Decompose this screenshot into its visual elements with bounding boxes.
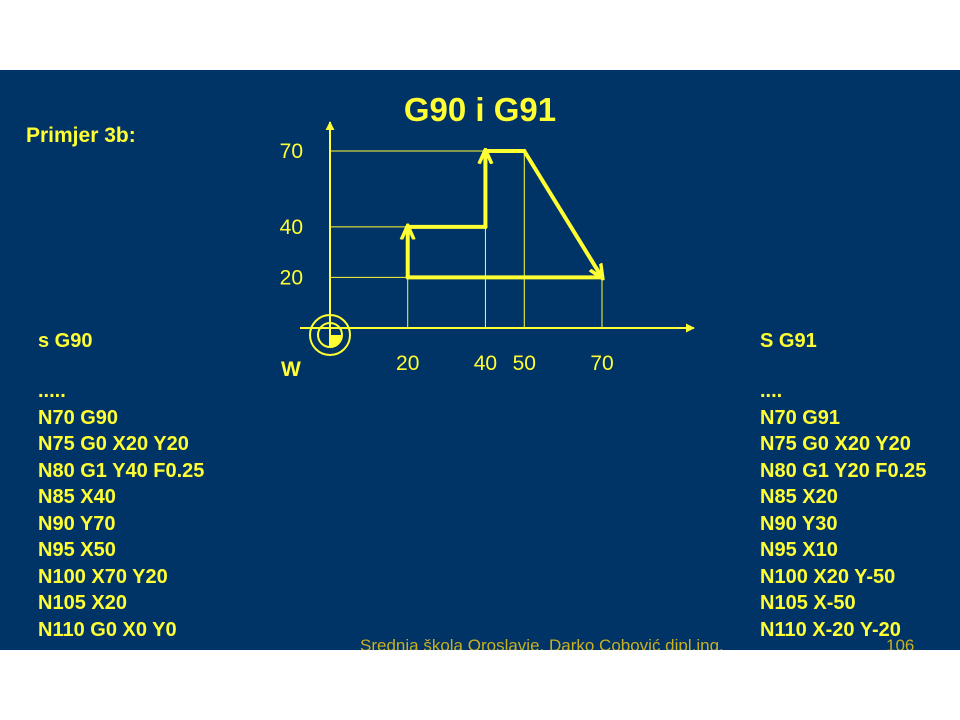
y-tick-label: 70 (280, 140, 303, 163)
x-tick-label: 70 (590, 352, 613, 375)
code-line: N80 G1 Y40 F0.25 (38, 459, 205, 482)
workpiece-zero-icon (309, 314, 351, 356)
slide-title: G90 i G91 (403, 91, 557, 129)
page-number: 106 (886, 636, 915, 650)
footer: Srednja škola Oroslavje, Darko Cobović d… (360, 636, 914, 650)
code-line: N75 G0 X20 Y20 (760, 433, 911, 455)
x-tick-label: 20 (396, 352, 419, 375)
code-line: N95 X10 (760, 539, 838, 561)
code-line: N80 G1 Y20 F0.25 (760, 459, 927, 482)
example-label: Primjer 3b: (26, 124, 136, 147)
code-line: ..... (38, 380, 66, 402)
code-line: N110 G0 X0 Y0 (38, 618, 177, 641)
y-tick-label: 20 (280, 266, 303, 289)
tool-path-segment (522, 149, 602, 277)
tool-path (408, 151, 602, 277)
absolute-program-title: s G90 (38, 330, 93, 352)
code-line: N95 X50 (38, 539, 116, 561)
code-line: N100 X70 Y20 (38, 565, 168, 588)
x-tick-label: 40 (474, 352, 497, 375)
code-line: .... (760, 380, 783, 402)
incremental-program-title: S G91 (760, 330, 817, 352)
code-line: N85 X20 (760, 486, 838, 508)
code-line: N70 G91 (760, 406, 841, 429)
coordinate-diagram: 20 40 50 70 70 40 20 W (280, 121, 695, 381)
guide-lines (330, 150, 603, 328)
y-tick-labels: 70 40 20 (280, 140, 303, 289)
code-line: N100 X20 Y-50 (760, 565, 896, 588)
code-line: N90 Y70 (38, 512, 116, 535)
code-line: N90 Y30 (760, 512, 838, 535)
code-line: N110 X-20 Y-20 (760, 618, 901, 641)
origin-label: W (281, 358, 301, 381)
footer-text: Srednja škola Oroslavje, Darko Cobović d… (360, 636, 724, 650)
x-tick-label: 50 (513, 352, 536, 375)
code-line: N85 X40 (38, 486, 116, 508)
x-tick-labels: 20 40 50 70 (396, 352, 614, 375)
y-tick-label: 40 (280, 216, 303, 239)
code-line: N105 X-50 (760, 592, 856, 614)
code-line: N70 G90 (38, 406, 119, 429)
code-line: N105 X20 (38, 592, 127, 614)
code-line: N75 G0 X20 Y20 (38, 433, 189, 455)
